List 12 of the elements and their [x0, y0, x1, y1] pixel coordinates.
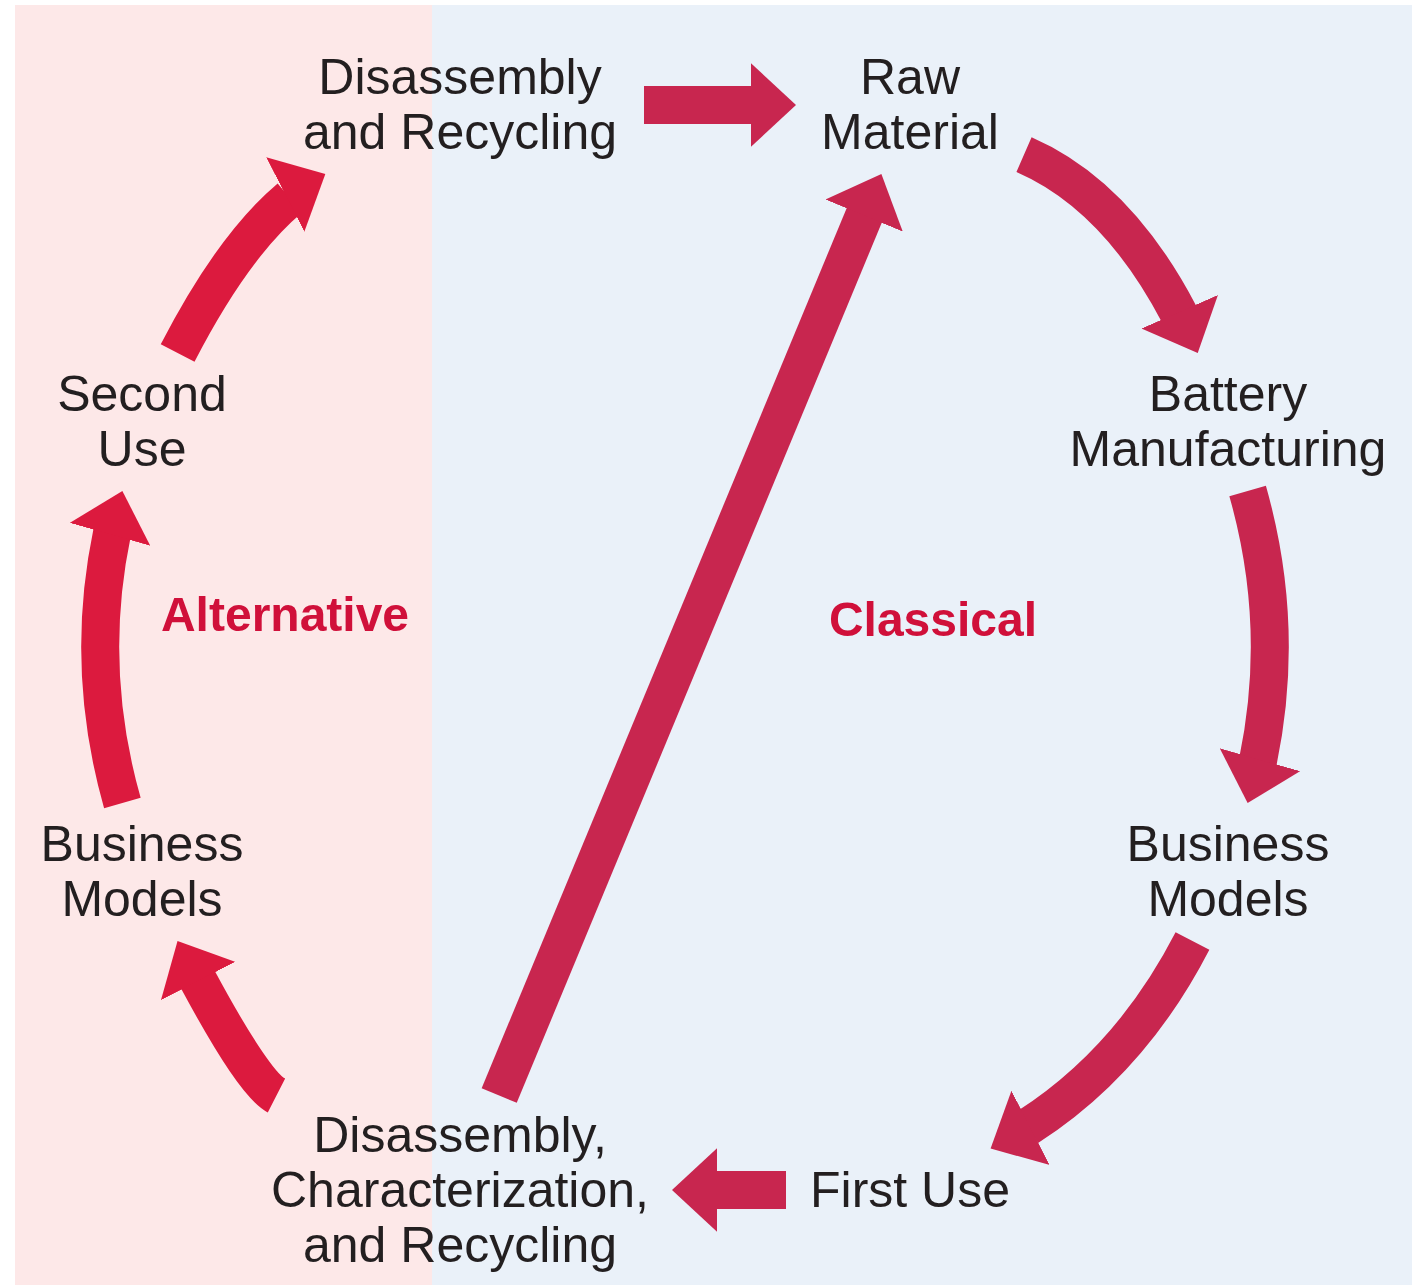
stage-label: Business Models: [39, 817, 245, 927]
stage-label: Disassembly and Recycling: [301, 50, 619, 160]
stage-label: Raw Material: [820, 50, 1000, 160]
band-label: Classical: [828, 592, 1038, 648]
stage-label: Disassembly, Characterization, and Recycling: [270, 1107, 650, 1273]
arrow: [644, 63, 796, 147]
arrow: [672, 1148, 786, 1232]
stage-label: First Use: [809, 1162, 1011, 1218]
stage-label: Second Use: [56, 367, 228, 477]
stage-label: Battery Manufacturing: [1068, 367, 1388, 477]
band-label: Alternative: [160, 587, 410, 643]
stage-label: Business Models: [1125, 817, 1331, 927]
